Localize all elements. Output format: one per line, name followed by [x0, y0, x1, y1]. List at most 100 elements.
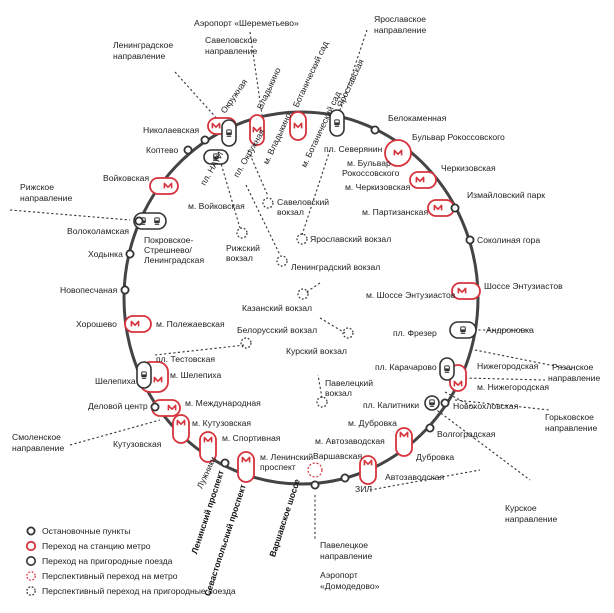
metro-avtozavodskaya[interactable]: [359, 455, 377, 485]
label-m-mezhdunarodnaya: м. Международная: [185, 398, 261, 408]
stop-volokolamskaya[interactable]: [134, 216, 144, 226]
label-m-dubrovka: м. Дубровка: [348, 418, 397, 428]
label-savelovsky-1: Савеловский: [277, 197, 329, 207]
label-pl-testovskaya: пл. Тестовская: [156, 354, 215, 364]
label-zil: ЗИЛ: [355, 484, 372, 494]
dir-paveletskoe-1: Павелецкое: [320, 540, 368, 550]
metro-vladykino[interactable]: [249, 114, 265, 146]
dashed-links: [9, 29, 576, 540]
label-volokolamskaya: Волоколамская: [67, 226, 129, 236]
dir-ryazanskoe-2: направление: [548, 373, 600, 383]
metro-kutuzovskaya[interactable]: [172, 414, 190, 444]
label-belorussky: Белорусский вокзал: [237, 325, 317, 335]
label-rizhsky-1: Рижский: [226, 243, 260, 253]
label-m-partizanskaya: м. Партизанская: [362, 207, 428, 217]
stop-delovoy[interactable]: [150, 402, 160, 412]
dir-yaroslavskoe-2: направление: [374, 25, 426, 35]
terminal-markers: [236, 197, 354, 408]
terminal-kazansky: [297, 288, 309, 300]
label-andronovka: Андроновка: [486, 325, 534, 335]
legend-stop-icon: [26, 526, 36, 536]
dir-rizhskoe-2: направление: [20, 193, 72, 203]
stop-koptevo[interactable]: [183, 145, 193, 155]
dir-domodedovo-1: Аэропорт: [320, 570, 358, 580]
label-novopeschanaya: Новопесчаная: [60, 285, 118, 295]
label-m-shosse-entuziastov: м. Шоссе Энтузиастов: [366, 290, 456, 300]
legend-rail: Переход на пригородные поезда: [42, 556, 173, 566]
label-m-voykovskaya: м. Войковская: [188, 201, 245, 211]
label-khodynka: Ходынка: [88, 249, 123, 259]
label-yaroslavsky: Ярославский вокзал: [310, 234, 391, 244]
legend-future-rail: Перспективный переход на пригородные пое…: [42, 586, 236, 596]
dir-smolenskoe-1: Смоленское: [12, 432, 61, 442]
stop-zil[interactable]: [340, 473, 350, 483]
label-m-leninsky-2: проспект: [260, 462, 296, 472]
future-metro: [307, 462, 323, 478]
dir-paveletskoe-2: направление: [320, 551, 372, 561]
label-cherkizovskaya: Черкизовская: [441, 163, 496, 173]
terminal-paveletsky: [316, 396, 328, 408]
label-varshavskaya: Варшавская: [313, 451, 362, 461]
rail-pokrovskoe[interactable]: [133, 212, 167, 230]
dir-leningradskoe-1: Ленинградское: [113, 40, 173, 50]
metro-bulvar[interactable]: [384, 139, 412, 167]
label-m-bulvar-2: Рокоссовского: [342, 168, 400, 178]
metro-botanichesky[interactable]: [289, 111, 307, 141]
label-kutuzovskaya: Кутузовская: [113, 439, 162, 449]
legend-future-metro: Перспективный переход на метро: [42, 571, 178, 581]
label-pl-kalitniki: пл. Калитники: [363, 400, 419, 410]
stop-novopeschanaya[interactable]: [120, 285, 130, 295]
metro-dubrovka[interactable]: [395, 427, 413, 457]
label-kursky: Курский вокзал: [286, 346, 347, 356]
label-belokamennaya: Белокаменная: [388, 113, 447, 123]
ring-stops: [120, 125, 475, 490]
stop-izmaylovsky[interactable]: [450, 203, 460, 213]
label-avtozavodskaya: Автозаводская: [385, 472, 444, 482]
stop-luzhniki[interactable]: [220, 458, 230, 468]
label-khoroshevo: Хорошево: [76, 319, 117, 329]
legend-stops: Остановочные пункты: [42, 526, 130, 536]
stop-nikolaevskaya[interactable]: [200, 135, 210, 145]
legend-metro: Переход на станцию метро: [42, 541, 151, 551]
direction-labels: Аэропорт «Шереметьево» Савеловское напра…: [12, 14, 600, 591]
label-botanichesky: Ботанический сад: [291, 40, 330, 109]
stop-volgogradskaya[interactable]: [425, 423, 435, 433]
stop-khodynka[interactable]: [125, 249, 135, 259]
label-m-vladykino: м. Владыкино: [261, 111, 294, 166]
label-paveletsky-1: Павелецкий: [325, 378, 373, 388]
label-volgogradskaya: Волгоградская: [437, 429, 496, 439]
dir-savelovskoe-2: направление: [205, 46, 257, 56]
label-kazansky: Казанский вокзал: [242, 303, 312, 313]
label-koptevo: Коптево: [146, 145, 179, 155]
dir-rizhskoe-1: Рижское: [20, 182, 54, 192]
label-bulvar: Бульвар Рокоссовского: [412, 132, 505, 142]
label-vladykino: Владыкино: [255, 66, 283, 111]
dir-kurskoe-2: направление: [505, 514, 557, 524]
terminal-kursky: [342, 327, 354, 339]
label-voykovskaya: Войковская: [103, 173, 149, 183]
terminal-savelovsky: [262, 197, 274, 209]
label-paveletsky-2: вокзал: [325, 388, 352, 398]
legend-future-metro-icon: [26, 571, 36, 581]
stop-varshavskaya[interactable]: [310, 480, 320, 490]
label-izmaylovsky: Измайловский парк: [467, 190, 545, 200]
stop-novokhokhlovskaya[interactable]: [440, 398, 450, 408]
stop-sokolinaya[interactable]: [465, 235, 475, 245]
terminal-labels: Савеловский вокзал Рижский вокзал Яросла…: [226, 197, 391, 398]
terminal-belorussky: [240, 337, 252, 349]
terminal-yaroslavsky: [296, 233, 308, 245]
label-rizhsky-2: вокзал: [226, 253, 253, 263]
label-shelepikha: Шелепиха: [95, 376, 136, 386]
label-pokrovskoe-3: Ленинградская: [144, 255, 204, 265]
dir-domodedovo-2: «Домодедово»: [320, 581, 380, 591]
label-dubrovka: Дубровка: [416, 452, 454, 462]
label-savelovsky-2: вокзал: [277, 207, 304, 217]
label-m-kutuzovskaya: м. Кутузовская: [192, 418, 251, 428]
dir-savelovskoe-1: Савеловское: [205, 35, 257, 45]
label-pl-karacharovo: пл. Карачарово: [375, 362, 437, 372]
metro-leninsky[interactable]: [237, 451, 255, 483]
stop-belokamennaya[interactable]: [370, 125, 380, 135]
label-okruzhnaya: Окружная: [218, 77, 249, 115]
label-pl-frezer: пл. Фрезер: [393, 328, 437, 338]
